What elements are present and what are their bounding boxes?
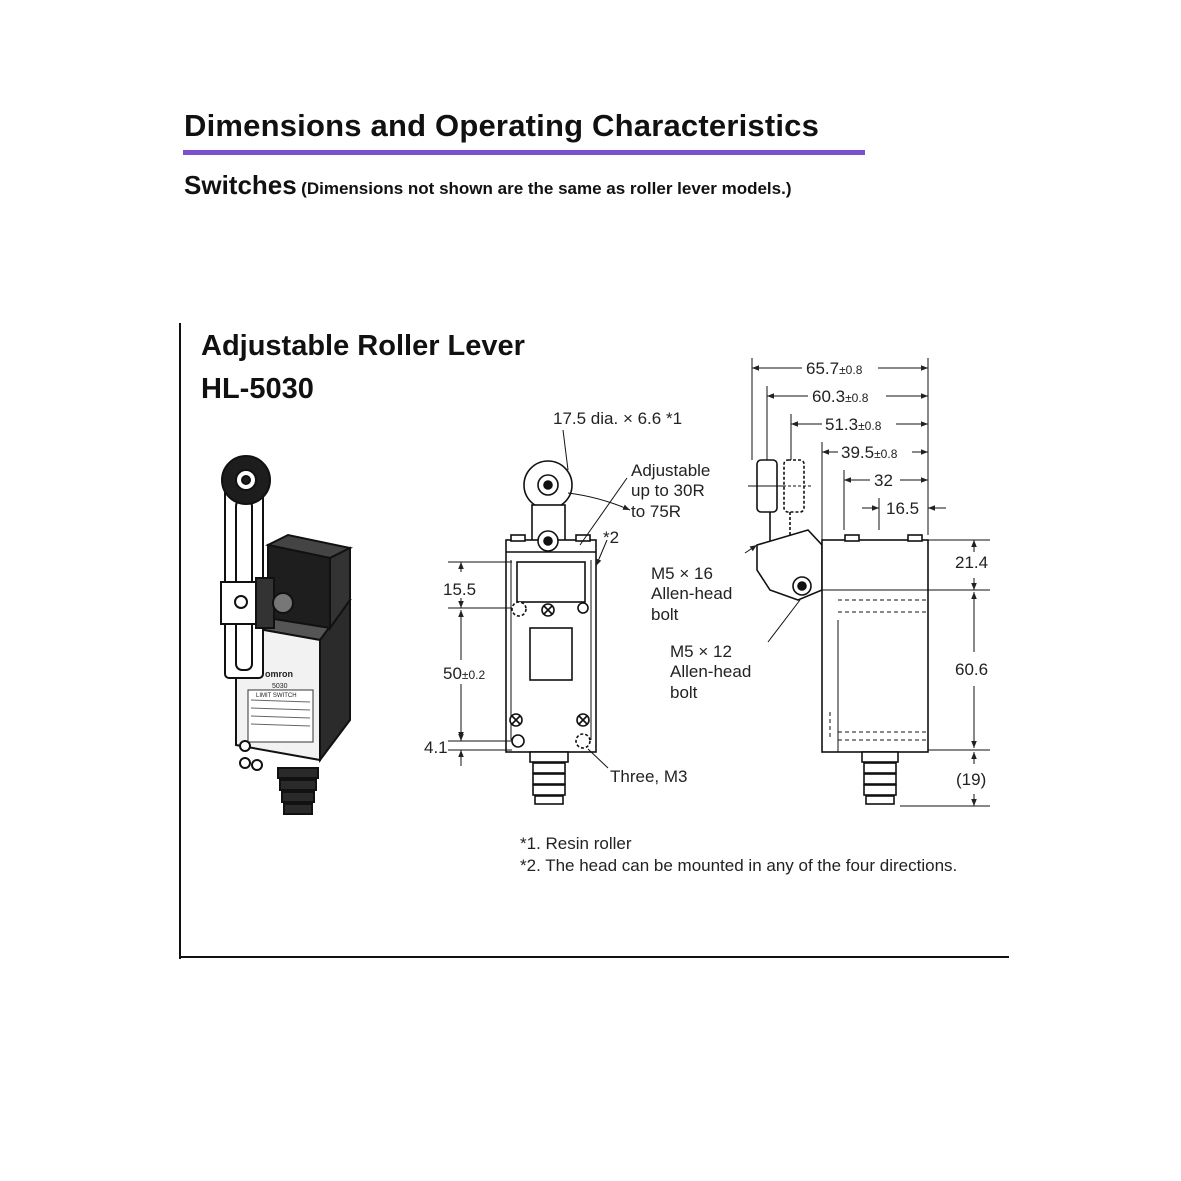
product-type-label: LIMIT SWITCH	[256, 693, 297, 699]
panel-model: HL-5030	[201, 373, 314, 405]
dim-51-3-value: 51.3	[825, 415, 858, 434]
adjustable-line-3: to 75R	[631, 502, 681, 521]
dim-50-tol: ±0.2	[462, 668, 486, 682]
dim-39-5-value: 39.5	[841, 443, 874, 462]
dim-50-value: 50	[443, 664, 462, 683]
dim-50: 50±0.2	[443, 664, 486, 683]
adjustable-line-1: Adjustable	[631, 461, 710, 480]
bolt2-line-2: Allen-head	[670, 662, 751, 681]
dim-51-3-tol: ±0.8	[858, 419, 882, 433]
dim-4-1: 4.1	[424, 738, 448, 757]
dim-16-5: 16.5	[886, 499, 919, 518]
bolt2-line-3: bolt	[670, 683, 698, 702]
bolt1-line-3: bolt	[651, 605, 679, 624]
dim-60-3-tol: ±0.8	[845, 391, 869, 405]
product-brand: omron	[265, 669, 293, 679]
panel-border-bottom	[179, 956, 1009, 958]
panel-border-left	[179, 323, 181, 959]
side-view	[744, 358, 990, 807]
bolt2-line-1: M5 × 12	[670, 642, 732, 661]
dim-60-3-value: 60.3	[812, 387, 845, 406]
dim-19: (19)	[956, 770, 986, 789]
roller-note: 17.5 dia. × 6.6 *1	[553, 409, 682, 428]
holes-note: Three, M3	[610, 767, 687, 786]
front-view	[448, 429, 631, 805]
dim-21-4: 21.4	[955, 553, 988, 572]
dim-60-3: 60.3±0.8	[812, 387, 869, 406]
title-underline	[183, 150, 865, 155]
dim-39-5-tol: ±0.8	[874, 447, 898, 461]
dim-65-7: 65.7±0.8	[806, 359, 863, 378]
product-illustration	[220, 455, 354, 815]
dim-15-5: 15.5	[443, 580, 476, 599]
page-title: Dimensions and Operating Characteristics	[184, 108, 820, 143]
section-note: (Dimensions not shown are the same as ro…	[301, 179, 792, 198]
dim-39-5: 39.5±0.8	[841, 443, 898, 462]
dim-65-7-tol: ±0.8	[839, 363, 863, 377]
head-note: *2	[603, 528, 619, 547]
section-heading: Switches (Dimensions not shown are the s…	[184, 170, 792, 201]
dim-32: 32	[874, 471, 893, 490]
bolt1-line-1: M5 × 16	[651, 564, 713, 583]
dim-51-3: 51.3±0.8	[825, 415, 882, 434]
product-model-label: 5030	[272, 683, 288, 690]
note-1: *1. Resin roller	[520, 834, 632, 853]
adjustable-line-2: up to 30R	[631, 481, 705, 500]
bolt1-line-2: Allen-head	[651, 584, 732, 603]
dim-65-7-value: 65.7	[806, 359, 839, 378]
dim-60-6: 60.6	[955, 660, 988, 679]
note-2: *2. The head can be mounted in any of th…	[520, 856, 957, 875]
panel-title: Adjustable Roller Lever	[201, 330, 525, 362]
section-title: Switches	[184, 170, 297, 200]
